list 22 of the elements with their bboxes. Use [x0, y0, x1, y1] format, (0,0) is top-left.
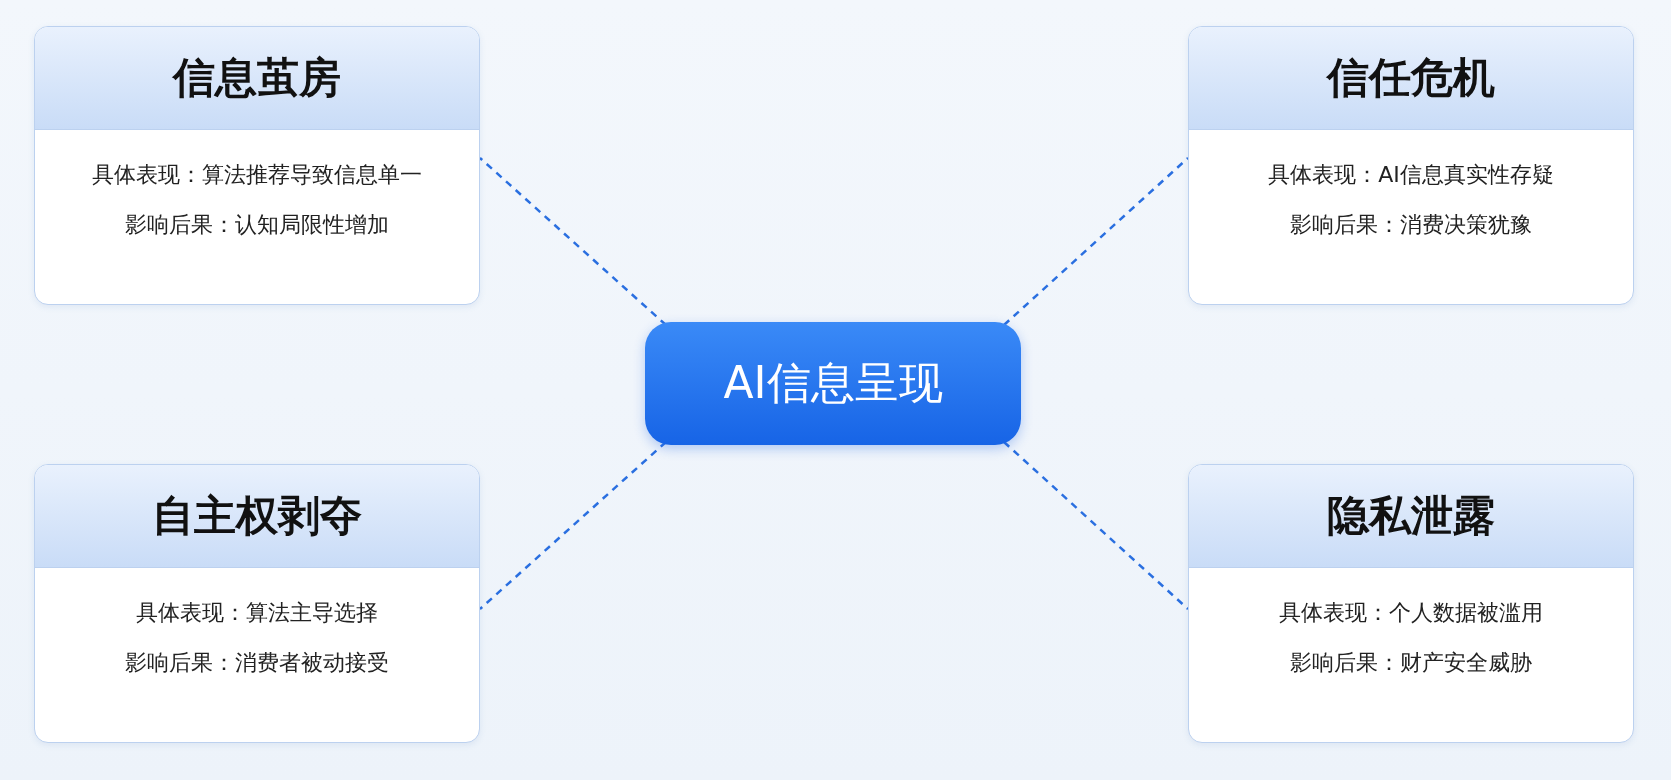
topic-title: AI信息呈现	[723, 356, 943, 410]
card-text: 具体表现：个人数据被滥用	[1279, 599, 1543, 627]
card-text: 具体表现：算法主导选择	[136, 599, 378, 627]
topic-card	[1188, 464, 1634, 743]
card-text: 影响后果：消费者被动接受	[125, 649, 389, 677]
card-text: 影响后果：财产安全威胁	[1290, 649, 1532, 677]
card-text: 影响后果：认知局限性增加	[125, 211, 389, 239]
card-text: 具体表现：算法推荐导致信息单一	[92, 161, 422, 189]
card-text: 影响后果：消费决策犹豫	[1290, 211, 1532, 239]
card-title: 信任危机	[1327, 52, 1495, 104]
topic-card	[34, 464, 480, 743]
card-title: 自主权剥夺	[152, 490, 362, 542]
dashed-connector	[1003, 441, 1189, 610]
dashed-connector	[1003, 157, 1189, 326]
card-title: 信息茧房	[173, 52, 341, 104]
dashed-connector	[479, 157, 667, 326]
topic-card	[1188, 26, 1634, 305]
card-text: 具体表现：AI信息真实性存疑	[1268, 161, 1554, 189]
card-title: 隐私泄露	[1327, 490, 1495, 542]
dashed-connector	[479, 441, 667, 610]
central-topic	[645, 322, 1021, 445]
topic-card	[34, 26, 480, 305]
